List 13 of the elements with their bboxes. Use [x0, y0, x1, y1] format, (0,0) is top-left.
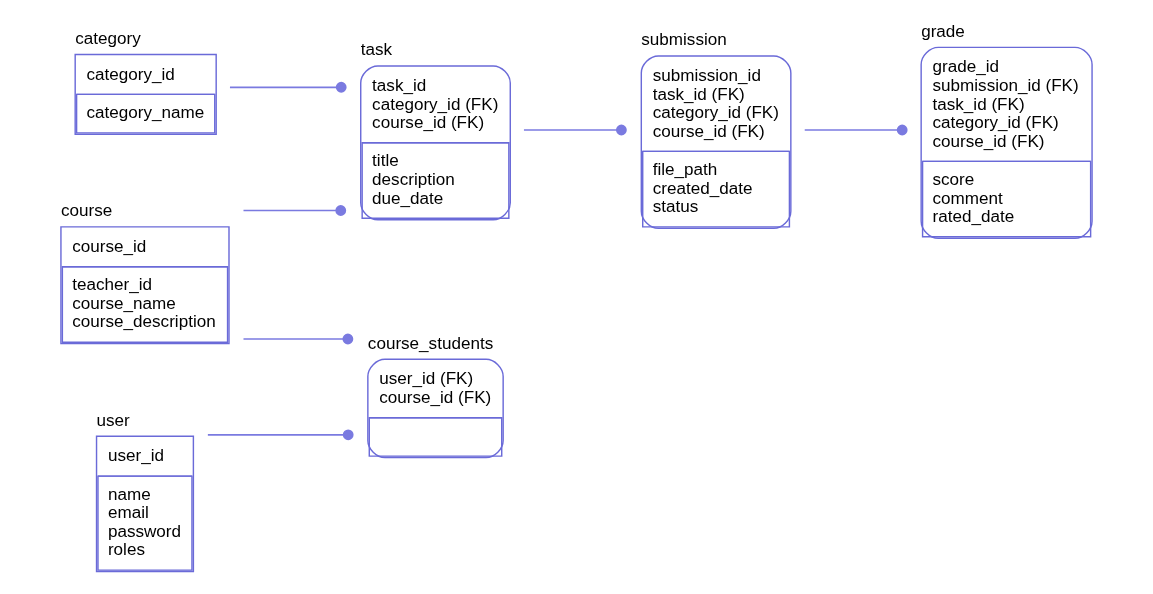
connector: [242, 333, 354, 345]
connector: [207, 429, 354, 441]
node-label: task: [360, 40, 393, 60]
connector: [803, 124, 908, 136]
node-label: grade: [921, 21, 965, 41]
connector: [242, 205, 347, 216]
connector: [229, 81, 347, 93]
node-label: submission: [641, 30, 727, 50]
node-label: user: [96, 410, 130, 430]
connector: [523, 124, 627, 136]
node-label: course: [60, 201, 113, 221]
node-label: course_students: [367, 333, 494, 353]
node-label: category: [75, 28, 141, 48]
